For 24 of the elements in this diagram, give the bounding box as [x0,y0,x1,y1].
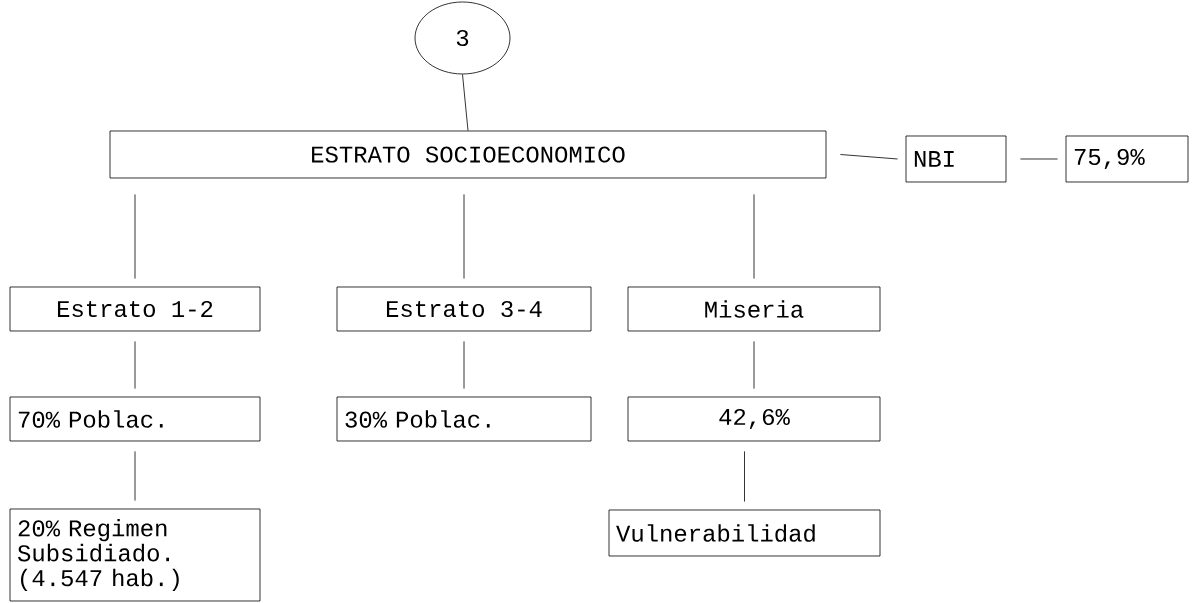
text-box: Estrato 3-4 [336,286,592,332]
connector-line [840,154,898,160]
text-box: Vulnerabilidad [608,509,881,557]
ellipse-node [414,1,511,75]
connector-line [1020,158,1058,160]
connector-line [463,194,465,279]
text-box: 20% Regimen Subsidiado. (4.547 hab.) [9,508,261,602]
connector-line [744,451,745,502]
text-box: Estrato 1-2 [9,286,261,332]
circle-label: 3 [456,29,469,47]
text-box: 42,6% [627,396,881,442]
connector-line [753,194,755,279]
text-box: 75,9% [1065,135,1189,183]
connector-line [462,74,469,131]
text-box: Miseria [627,286,881,332]
connector-line [463,341,465,389]
connector-line [753,341,755,389]
connector-line [134,341,136,389]
text-box: 70% Poblac. [9,396,261,442]
connector-line [134,451,136,501]
text-box: 30% Poblac. [336,396,592,442]
text-box: ESTRATO SOCIOECONOMICO [109,130,827,179]
connector-line [134,194,136,279]
text-box: NBI [905,135,1007,183]
